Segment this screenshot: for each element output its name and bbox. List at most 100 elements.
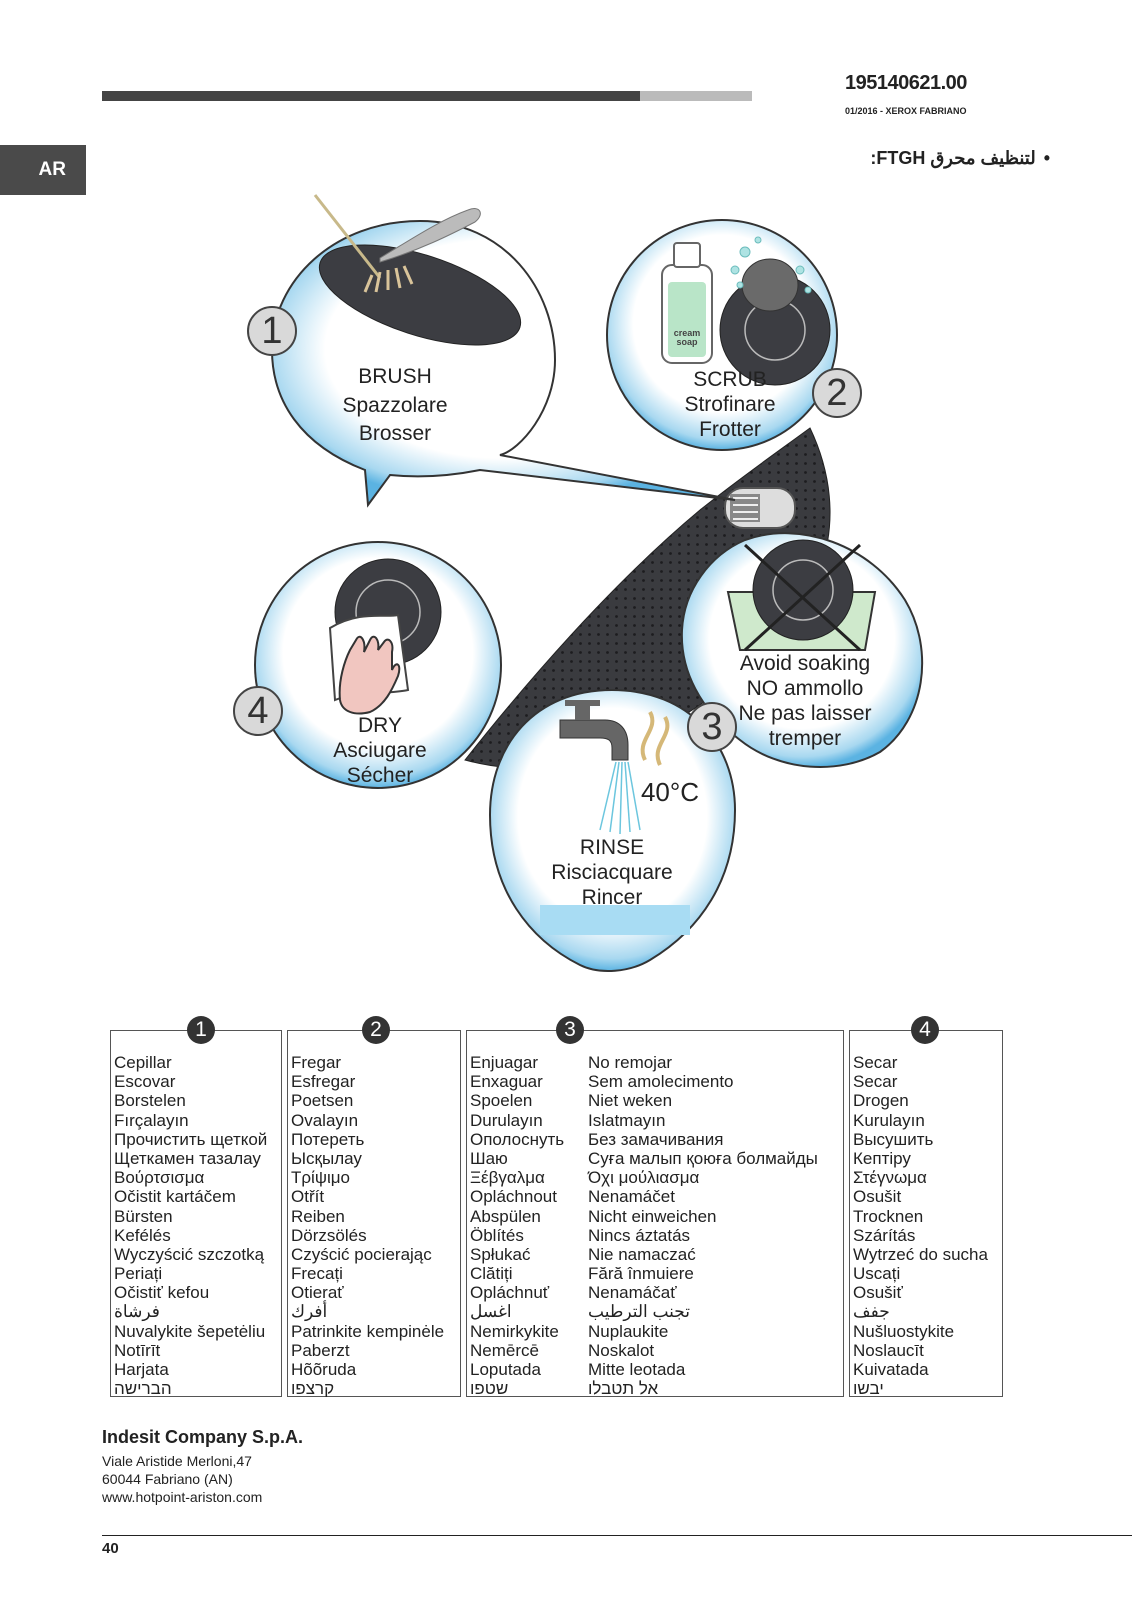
scrub-label-en: SCRUB — [693, 368, 767, 391]
list-item: Nemērcē — [470, 1340, 539, 1360]
avoid-label-fr2: tremper — [768, 727, 842, 750]
rinse-label-fr: Rincer — [581, 886, 643, 909]
list-item: Όχι μούλιασμα — [588, 1168, 700, 1188]
list-item: Στέγνωμα — [853, 1168, 927, 1188]
list-item: Secar — [853, 1072, 898, 1092]
list-item: Ovalayın — [291, 1110, 359, 1130]
company-name: Indesit Company S.p.A. — [102, 1427, 304, 1447]
list-item: Dörzsölés — [291, 1225, 367, 1245]
avoid-label: Avoid soaking NO ammollo Ne pas laisser … — [720, 651, 890, 751]
website-link[interactable]: www.hotpoint-ariston.com — [102, 1489, 263, 1505]
list-item: Noskalot — [588, 1340, 655, 1360]
list-item: Βούρτσισμα — [114, 1168, 205, 1188]
list-item: Kurulayın — [853, 1110, 925, 1130]
list-item: Ополоснуть — [470, 1129, 565, 1149]
list-item: Islatmayın — [588, 1110, 666, 1130]
page-number: 40 — [102, 1540, 119, 1557]
list-item: Без замачивания — [588, 1129, 724, 1149]
soap-bubbles — [730, 236, 812, 294]
translation-box-3 — [466, 1030, 844, 1397]
list-item: Spłukać — [470, 1244, 531, 1264]
list-item: Суға малып қоюға болмайды — [588, 1148, 818, 1168]
list-item: Шаю — [470, 1148, 508, 1168]
list-item: تجنب الترطيب — [588, 1302, 691, 1322]
list-item: Otierať — [291, 1283, 344, 1303]
section-heading: •لتنظيف محرق FTGH: — [870, 148, 1050, 169]
list-item: Borstelen — [114, 1091, 186, 1111]
brush-label-it: Spazzolare — [342, 394, 448, 417]
scrub-label-it: Strofinare — [684, 393, 776, 416]
rinse-temperature: 40°C — [640, 777, 700, 807]
box-4-list: Secar Secar Drogen Kurulayın Высушить Ке… — [853, 1053, 988, 1398]
list-item: Высушить — [853, 1129, 934, 1149]
list-item: Ысқылау — [291, 1148, 362, 1168]
list-item: Öblítés — [470, 1225, 524, 1245]
step-3-badge: 3 — [687, 702, 737, 752]
list-item: Nicht einweichen — [588, 1206, 717, 1226]
brush-label-fr: Brosser — [358, 422, 432, 445]
heading-text: لتنظيف محرق FTGH: — [870, 148, 1036, 168]
list-item: Nemirkykite — [470, 1321, 559, 1341]
list-item: Nie namaczać — [588, 1244, 696, 1264]
list-item: שטפו — [470, 1379, 509, 1399]
list-item: Кептіру — [853, 1148, 911, 1168]
list-item: أفرك — [291, 1302, 328, 1322]
list-item: Czyścić pocierając — [291, 1244, 432, 1264]
box-1-badge: 1 — [187, 1016, 215, 1044]
list-item: קרצפו — [291, 1379, 335, 1399]
svg-text:soap: soap — [676, 337, 698, 347]
list-item: Notīrīt — [114, 1340, 161, 1360]
tap-icon — [559, 719, 629, 761]
list-item: Secar — [853, 1053, 898, 1072]
address-city: 60044 Fabriano (AN) — [102, 1471, 233, 1487]
dry-label-en: DRY — [358, 714, 402, 737]
list-item: Прочистить щеткой — [114, 1129, 268, 1149]
list-item: Nuplaukite — [588, 1321, 669, 1341]
cross-line-b — [743, 543, 862, 652]
scrub-label: SCRUB Strofinare Frotter — [650, 367, 810, 442]
list-item: Nuvalykite šepetėliu — [114, 1321, 266, 1341]
box-3-list-rinse: Enjuagar Enxaguar Spoelen Durulayın Опол… — [470, 1053, 564, 1398]
document-subtitle: 01/2016 - XEROX FABRIANO — [845, 106, 967, 116]
list-item: Esfregar — [291, 1072, 356, 1092]
list-item: فرشاة — [114, 1302, 160, 1322]
list-item: Escovar — [114, 1072, 176, 1092]
list-item: Wytrzeć do sucha — [853, 1244, 988, 1264]
list-item: Cepillar — [114, 1053, 172, 1072]
list-item: Nenamáčet — [588, 1187, 675, 1207]
list-item: Щеткамен тазалау — [114, 1148, 261, 1168]
avoid-label-en: Avoid soaking — [739, 652, 871, 675]
list-item: Trocknen — [853, 1206, 924, 1226]
list-item: Потереть — [291, 1129, 365, 1149]
rinse-label-en: RINSE — [579, 836, 645, 859]
brush-label: BRUSH Spazzolare Brosser — [315, 364, 475, 446]
list-item: Očistit kartáčem — [114, 1187, 236, 1207]
list-item: Spoelen — [470, 1091, 533, 1111]
list-item: הברישה — [114, 1379, 172, 1399]
header-bar-light — [640, 91, 752, 101]
list-item: Kuivatada — [853, 1360, 929, 1379]
water-spray — [599, 761, 641, 835]
list-item: Očistiť kefou — [114, 1283, 210, 1303]
address-street: Viale Aristide Merloni,47 — [102, 1453, 252, 1469]
list-item: Frecați — [291, 1264, 343, 1284]
hand-icon — [338, 635, 401, 715]
company-address: Viale Aristide Merloni,47 60044 Fabriano… — [102, 1452, 262, 1506]
list-item: Patrinkite kempinėle — [291, 1321, 445, 1341]
list-item: Fregar — [291, 1053, 342, 1072]
rinse-label-it: Risciacquare — [551, 861, 673, 884]
list-item: Drogen — [853, 1091, 909, 1111]
scrub-sponge — [741, 258, 799, 312]
rinse-bubble — [488, 688, 737, 972]
list-item: Uscați — [853, 1264, 901, 1284]
box-3-badge: 3 — [556, 1016, 584, 1044]
list-item: Wyczyścić szczotką — [114, 1244, 265, 1264]
rinse-label: RINSE Risciacquare Rincer — [532, 835, 692, 910]
list-item: אל תטבלו — [588, 1379, 659, 1399]
footer-divider — [102, 1535, 1132, 1536]
cleaning-illustration: cream soap — [254, 194, 924, 972]
list-item: جفف — [853, 1302, 890, 1322]
step-4-badge: 4 — [233, 686, 283, 736]
list-item: Otřít — [291, 1187, 325, 1207]
burner-cap-soak — [752, 539, 854, 641]
